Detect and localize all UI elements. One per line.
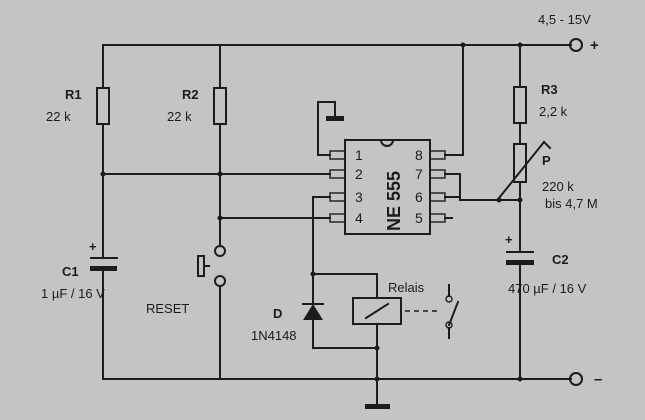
c1-polarity: + xyxy=(89,239,97,254)
d-ref: D xyxy=(273,306,282,321)
ground-symbol xyxy=(365,404,390,409)
junction-dot xyxy=(517,42,523,48)
ne555-ic: 1 2 3 4 5 6 7 8 NE 555 xyxy=(329,138,446,235)
ic-notch xyxy=(379,138,395,147)
relay-driver: D 1N4148 Relais xyxy=(251,271,460,409)
pin-1: 1 xyxy=(355,147,363,163)
pin-3: 3 xyxy=(355,189,363,205)
pin-7: 7 xyxy=(415,166,423,182)
reset-label: RESET xyxy=(146,301,189,316)
junction-dot xyxy=(460,42,466,48)
relay-label: Relais xyxy=(388,280,425,295)
c2-value: 470 µF / 16 V xyxy=(508,281,587,296)
plus-sign: + xyxy=(590,37,599,54)
pin-8: 8 xyxy=(415,147,423,163)
ground-symbol-pin1 xyxy=(326,116,344,121)
minus-sign: – xyxy=(594,371,602,388)
reset-column: R2 22 k RESET xyxy=(146,44,227,380)
reset-contact-top xyxy=(214,245,226,257)
negative-terminal xyxy=(569,372,583,386)
pin-6: 6 xyxy=(415,189,423,205)
resistor-r1 xyxy=(96,87,110,125)
junction-dot xyxy=(496,197,502,203)
right-wiring: R3 2,2 k P 220 k bis 4,7 M + C2 470 µF /… xyxy=(444,42,598,382)
junction-dot xyxy=(374,345,380,351)
positive-terminal xyxy=(569,38,583,52)
timing-column-left: R1 22 k + C1 1 µF / 16 V xyxy=(41,44,118,380)
supply-rails: 4,5 - 15V + – xyxy=(102,12,602,388)
c2-ref: C2 xyxy=(552,252,569,267)
signal-wires xyxy=(102,101,344,275)
p-ref: P xyxy=(542,153,551,168)
pin-4: 4 xyxy=(355,210,363,226)
ic-body xyxy=(344,139,431,235)
c1-value: 1 µF / 16 V xyxy=(41,286,105,301)
r2-value: 22 k xyxy=(167,109,192,124)
d-value: 1N4148 xyxy=(251,328,297,343)
potentiometer-wiper xyxy=(497,140,546,200)
ic-name: NE 555 xyxy=(384,171,404,231)
pin-2: 2 xyxy=(355,166,363,182)
relay-switch-contact xyxy=(447,300,460,327)
capacitor-c1-plate-bottom xyxy=(90,266,117,271)
r3-ref: R3 xyxy=(541,82,558,97)
supply-voltage-label: 4,5 - 15V xyxy=(538,12,591,27)
r2-ref: R2 xyxy=(182,87,199,102)
c2-polarity: + xyxy=(505,232,513,247)
r3-value: 2,2 k xyxy=(539,104,568,119)
p-value-range: bis 4,7 M xyxy=(545,196,598,211)
c1-ref: C1 xyxy=(62,264,79,279)
p-value: 220 k xyxy=(542,179,574,194)
diode-d xyxy=(303,304,323,320)
reset-contact-bottom xyxy=(214,275,226,287)
resistor-r3 xyxy=(513,86,527,124)
r1-value: 22 k xyxy=(46,109,71,124)
resistor-r2 xyxy=(213,87,227,125)
r1-ref: R1 xyxy=(65,87,82,102)
capacitor-c2-plate-bottom xyxy=(506,260,534,265)
junction-dot xyxy=(517,376,523,382)
pin-5: 5 xyxy=(415,210,423,226)
